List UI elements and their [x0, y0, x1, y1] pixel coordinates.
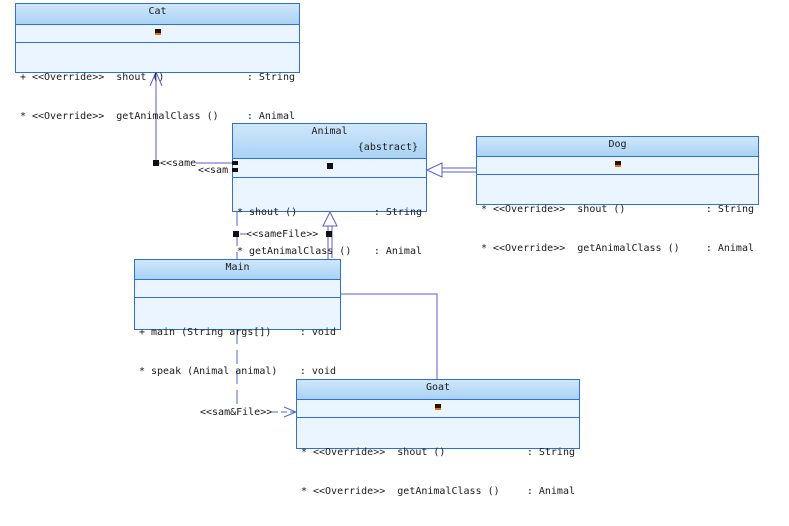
class-animal-name: Animal: [311, 126, 348, 137]
class-animal-header: Animal {abstract}: [233, 124, 426, 159]
visibility-marker: +: [139, 327, 146, 338]
operation-name: <<Override>> getAnimalClass (): [313, 486, 500, 497]
operation-type: : Animal: [246, 111, 295, 122]
visibility-marker: *: [139, 366, 146, 377]
class-animal[interactable]: Animal {abstract} * shout () : String * …: [232, 123, 427, 257]
operation-name: <<Override>> getAnimalClass (): [493, 243, 680, 254]
animal-goat-anchor[interactable]: [326, 231, 332, 237]
class-goat-attributes: [297, 400, 579, 418]
animal-dependency-anchor-bottom[interactable]: [232, 168, 238, 172]
cat-dependency-label-right: <<sam: [198, 165, 229, 176]
operation-type: : Animal: [373, 246, 422, 257]
main-goat-dependency-label: <<sam&File>>: [200, 407, 273, 418]
class-dog-attributes: [477, 157, 758, 175]
visibility-marker: *: [20, 111, 27, 122]
operation-name: <<Override>> shout (): [32, 72, 165, 83]
class-dog-header: Dog: [477, 137, 758, 157]
class-main-operations: + main (String args[]) : void * speak (A…: [135, 298, 340, 406]
class-main-name: Main: [225, 262, 250, 273]
operation-name: main (String args[]): [151, 327, 272, 338]
visibility-marker: *: [237, 246, 244, 257]
operation-row[interactable]: * <<Override>> shout () : String: [301, 446, 575, 459]
attribute-marker-icon: [326, 163, 333, 169]
operation-row[interactable]: + <<Override>> shout () : String: [20, 71, 295, 84]
animal-dependency-anchor-top[interactable]: [232, 161, 238, 165]
class-cat-operations: + <<Override>> shout () : String * <<Ove…: [16, 43, 299, 151]
operation-row[interactable]: * speak (Animal animal) : void: [139, 365, 336, 378]
visibility-marker: *: [481, 243, 488, 254]
operation-row[interactable]: * <<Override>> shout () : String: [481, 203, 754, 216]
cat-dependency-anchor[interactable]: [153, 160, 159, 166]
class-main[interactable]: Main + main (String args[]) : void * spe…: [134, 259, 341, 377]
class-dog-operations: * <<Override>> shout () : String * <<Ove…: [477, 175, 758, 283]
operation-row[interactable]: * getAnimalClass () : Animal: [237, 245, 422, 258]
attribute-marker-icon: [154, 29, 161, 35]
operation-name: getAnimalClass (): [249, 246, 352, 257]
class-dog[interactable]: Dog * <<Override>> shout () : String * <…: [476, 136, 759, 254]
operation-type: : String: [373, 207, 422, 218]
main-dependency-anchor[interactable]: [233, 231, 239, 237]
connector-layer: [149, 70, 476, 418]
operation-row[interactable]: * <<Override>> getAnimalClass () : Anima…: [20, 110, 295, 123]
class-cat-attributes: [16, 25, 299, 43]
class-dog-name: Dog: [608, 139, 627, 150]
operation-type: : String: [246, 72, 295, 83]
class-main-header: Main: [135, 260, 340, 280]
operation-type: : void: [299, 327, 336, 338]
operation-type: : void: [299, 366, 336, 377]
operation-type: : Animal: [526, 486, 575, 497]
cat-dependency-label-left: <<same: [160, 158, 197, 169]
visibility-marker: *: [301, 447, 308, 458]
operation-name: <<Override>> shout (): [493, 204, 626, 215]
class-cat-name: Cat: [148, 6, 167, 17]
class-goat-header: Goat: [297, 380, 579, 400]
class-goat-name: Goat: [425, 382, 451, 393]
visibility-marker: *: [237, 207, 244, 218]
operation-name: speak (Animal animal): [151, 366, 278, 377]
attribute-marker-icon: [614, 161, 621, 167]
class-animal-attributes: [233, 159, 426, 178]
class-cat-header: Cat: [16, 4, 299, 25]
visibility-marker: +: [20, 72, 27, 83]
dog-generalization-arrowhead: [425, 162, 443, 178]
goat-generalization-arrowhead: [322, 210, 338, 227]
operation-type: : Animal: [705, 243, 754, 254]
visibility-marker: *: [301, 486, 308, 497]
class-main-attributes: [135, 280, 340, 298]
operation-row[interactable]: * shout () : String: [237, 206, 422, 219]
operation-type: : String: [526, 447, 575, 458]
attribute-marker-icon: [435, 404, 441, 410]
operation-row[interactable]: * <<Override>> getAnimalClass () : Anima…: [481, 242, 754, 255]
class-animal-operations: * shout () : String * getAnimalClass () …: [233, 178, 426, 286]
class-cat[interactable]: Cat + <<Override>> shout () : String * <…: [15, 3, 300, 122]
operation-name: <<Override>> getAnimalClass (): [32, 111, 219, 122]
main-animal-dependency-label: <<sameFile>>: [246, 229, 319, 240]
visibility-marker: *: [481, 204, 488, 215]
operation-name: <<Override>> shout (): [313, 447, 446, 458]
class-goat-operations: * <<Override>> shout () : String * <<Ove…: [297, 418, 579, 526]
class-animal-stereotype: {abstract}: [357, 142, 418, 153]
operation-row[interactable]: + main (String args[]) : void: [139, 326, 336, 339]
operation-type: : String: [705, 204, 754, 215]
class-goat[interactable]: Goat * <<Override>> shout () : String * …: [296, 379, 580, 497]
operation-row[interactable]: * <<Override>> getAnimalClass () : Anima…: [301, 485, 575, 498]
operation-name: shout (): [249, 207, 298, 218]
